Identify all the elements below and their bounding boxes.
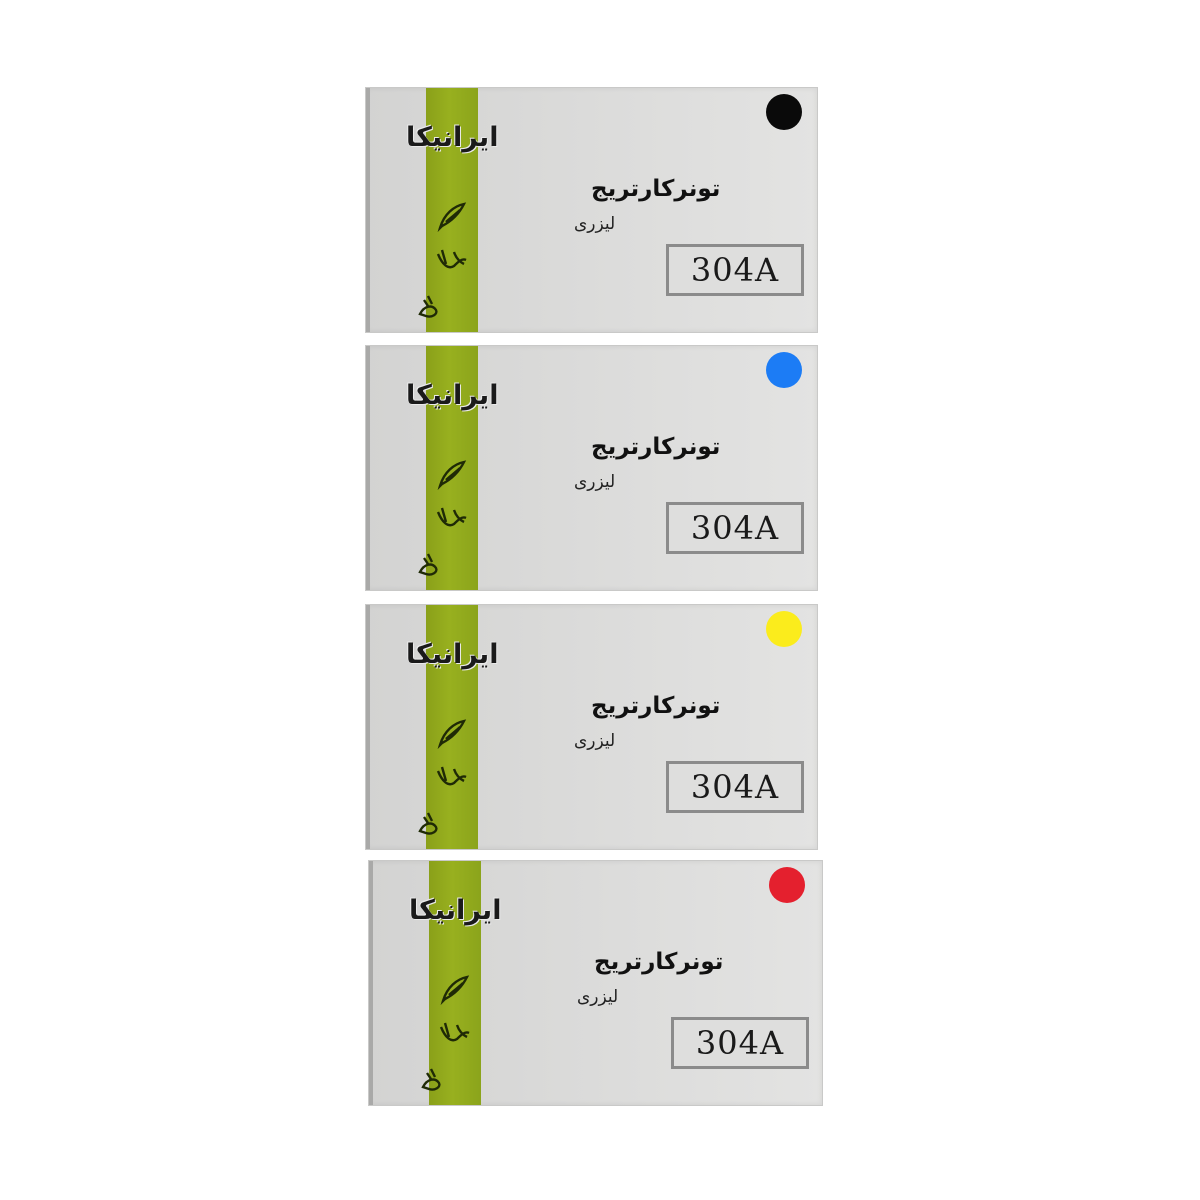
color-dot-yellow	[766, 611, 802, 647]
leaf-icon	[410, 284, 450, 324]
toner-box-magenta: ایرانیکا تونرکارتریج لیزری 304A	[369, 861, 822, 1105]
model-number: 304A	[690, 509, 780, 547]
color-dot-black	[766, 94, 802, 130]
brand-logo: ایرانیکا	[406, 122, 499, 153]
toner-box-cyan: ایرانیکا تونرکارتریج لیزری 304A	[366, 346, 817, 590]
leaf-icon	[432, 454, 472, 494]
leaf-icon	[432, 498, 472, 538]
leaf-icon	[432, 240, 472, 280]
brand-logo: ایرانیکا	[406, 639, 499, 670]
product-subtitle: لیزری	[574, 214, 616, 234]
product-title: تونرکارتریج	[594, 949, 724, 975]
model-number: 304A	[695, 1024, 785, 1062]
model-label: 304A	[666, 761, 804, 813]
brand-logo: ایرانیکا	[409, 895, 502, 926]
product-subtitle: لیزری	[577, 987, 619, 1007]
product-subtitle: لیزری	[574, 731, 616, 751]
color-dot-magenta	[769, 867, 805, 903]
leaf-icon	[435, 1013, 475, 1053]
model-number: 304A	[690, 251, 780, 289]
model-label: 304A	[666, 502, 804, 554]
product-title: تونرکارتریج	[591, 434, 721, 460]
brand-logo: ایرانیکا	[406, 380, 499, 411]
leaf-icon	[432, 757, 472, 797]
model-label: 304A	[671, 1017, 809, 1069]
leaf-icon	[410, 542, 450, 582]
leaf-icon	[413, 1057, 453, 1097]
leaf-icon	[432, 196, 472, 236]
model-label: 304A	[666, 244, 804, 296]
leaf-icon	[432, 713, 472, 753]
product-subtitle: لیزری	[574, 472, 616, 492]
toner-box-black: ایرانیکا تونرکارتریج لیزری 304A	[366, 88, 817, 332]
product-title: تونرکارتریج	[591, 176, 721, 202]
product-title: تونرکارتریج	[591, 693, 721, 719]
leaf-icon	[435, 969, 475, 1009]
model-number: 304A	[690, 768, 780, 806]
toner-box-yellow: ایرانیکا تونرکارتریج لیزری 304A	[366, 605, 817, 849]
leaf-icon	[410, 801, 450, 841]
color-dot-cyan	[766, 352, 802, 388]
